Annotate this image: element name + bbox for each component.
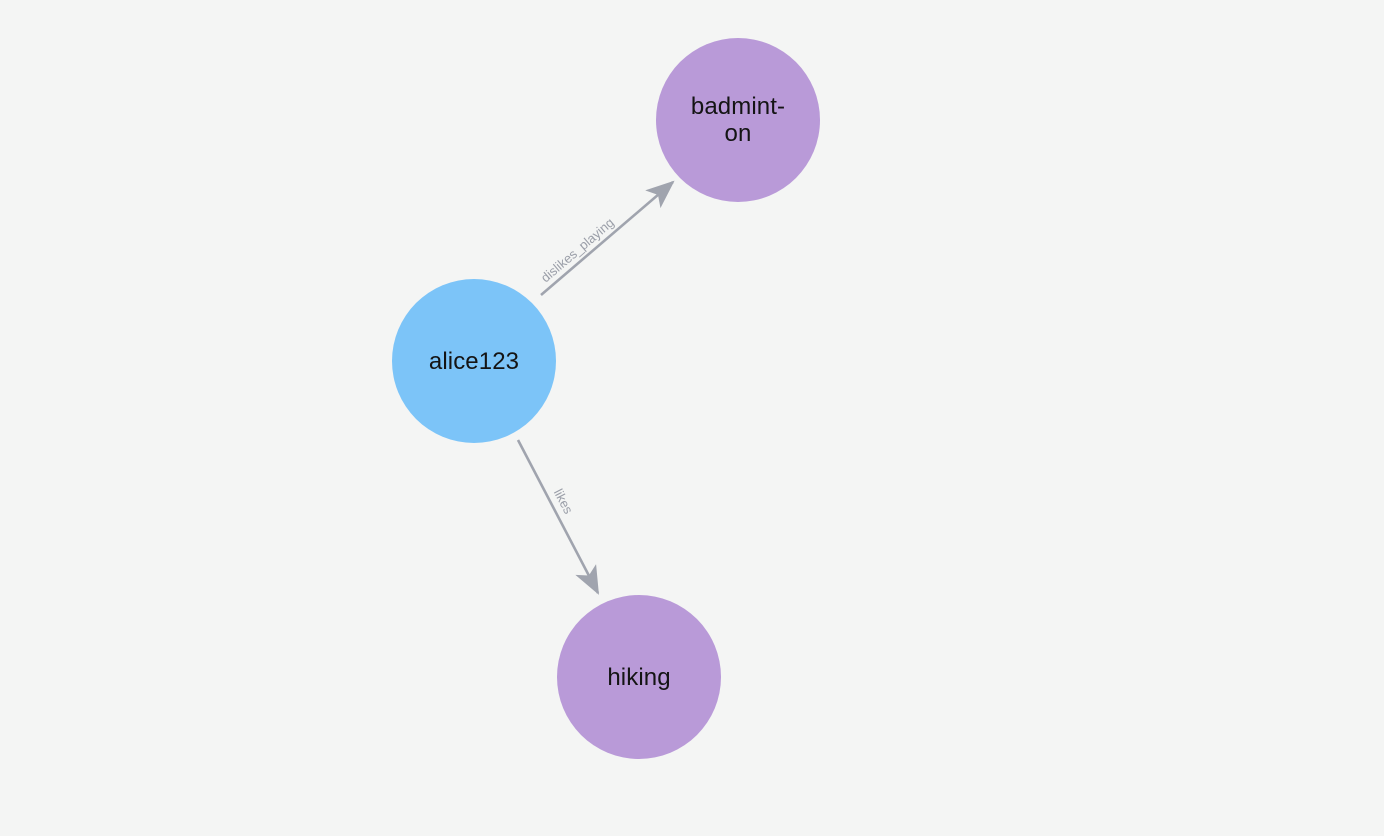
graph-edge-dislikes-playing[interactable] xyxy=(540,180,675,296)
graph-node-label: hiking xyxy=(607,663,671,691)
graph-node-hiking[interactable]: hiking xyxy=(557,595,721,759)
graph-node-label: alice123 xyxy=(428,347,520,375)
graph-node-alice123[interactable]: alice123 xyxy=(392,279,556,443)
graph-edge-likes[interactable] xyxy=(516,439,600,595)
graph-node-label: badmint- on xyxy=(690,93,786,147)
graph-node-badminton[interactable]: badmint- on xyxy=(656,38,820,202)
